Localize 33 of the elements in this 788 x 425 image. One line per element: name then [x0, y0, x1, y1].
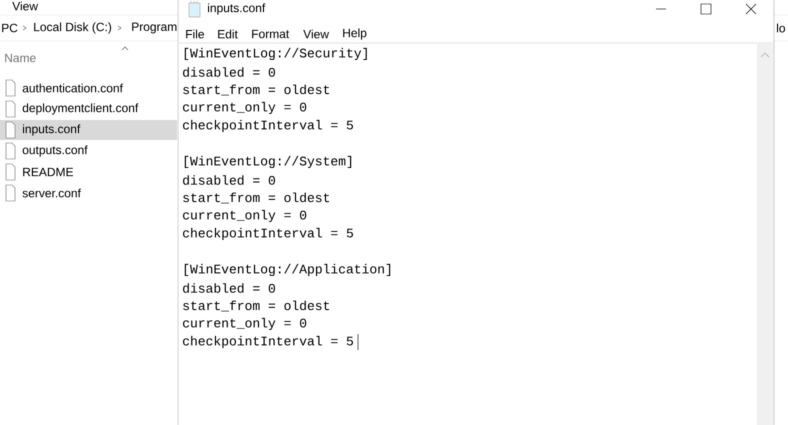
code-line: checkpointInterval = 5	[183, 228, 353, 240]
breadcrumb: PC	[2, 24, 18, 32]
code-line: [WinEventLog://System]	[184, 156, 352, 168]
code-line: start_from = oldest	[183, 300, 330, 312]
code-line: [WinEventLog://Security]	[184, 48, 367, 60]
column-header: Name	[5, 54, 36, 62]
menu-item: View	[303, 30, 330, 38]
code-line: disabled = 0	[183, 67, 275, 77]
code-line: [WinEventLog://Application]	[184, 264, 390, 276]
menu-item: View	[12, 2, 38, 10]
file-name: outputs.conf	[22, 145, 88, 157]
selected-file-row: inputs.conf	[0, 120, 177, 140]
menu-item: Help	[343, 28, 366, 40]
code-line: checkpointInterval = 5	[183, 336, 353, 348]
code-line: current_only = 0	[183, 102, 306, 114]
file-name: deploymentclient.conf	[22, 103, 138, 115]
menu-item: Edit	[218, 30, 238, 38]
file-name: server.conf	[22, 188, 81, 198]
window-title: inputs.conf	[208, 3, 266, 15]
breadcrumb: Local Disk (C:)	[34, 22, 112, 34]
code-line: start_from = oldest	[183, 192, 330, 204]
breadcrumb: Program	[132, 22, 176, 34]
breadcrumb: lo	[777, 24, 786, 32]
menu-item: File	[186, 30, 204, 38]
code-line: current_only = 0	[183, 210, 306, 222]
code-line: disabled = 0	[183, 283, 275, 293]
file-name: authentication.conf	[22, 84, 123, 92]
code-line: start_from = oldest	[183, 84, 330, 96]
file-name: README	[23, 168, 74, 176]
code-line: checkpointInterval = 5	[183, 120, 353, 132]
menu-item: Format	[252, 30, 290, 38]
code-line: disabled = 0	[183, 175, 275, 185]
code-line: current_only = 0	[183, 318, 306, 330]
